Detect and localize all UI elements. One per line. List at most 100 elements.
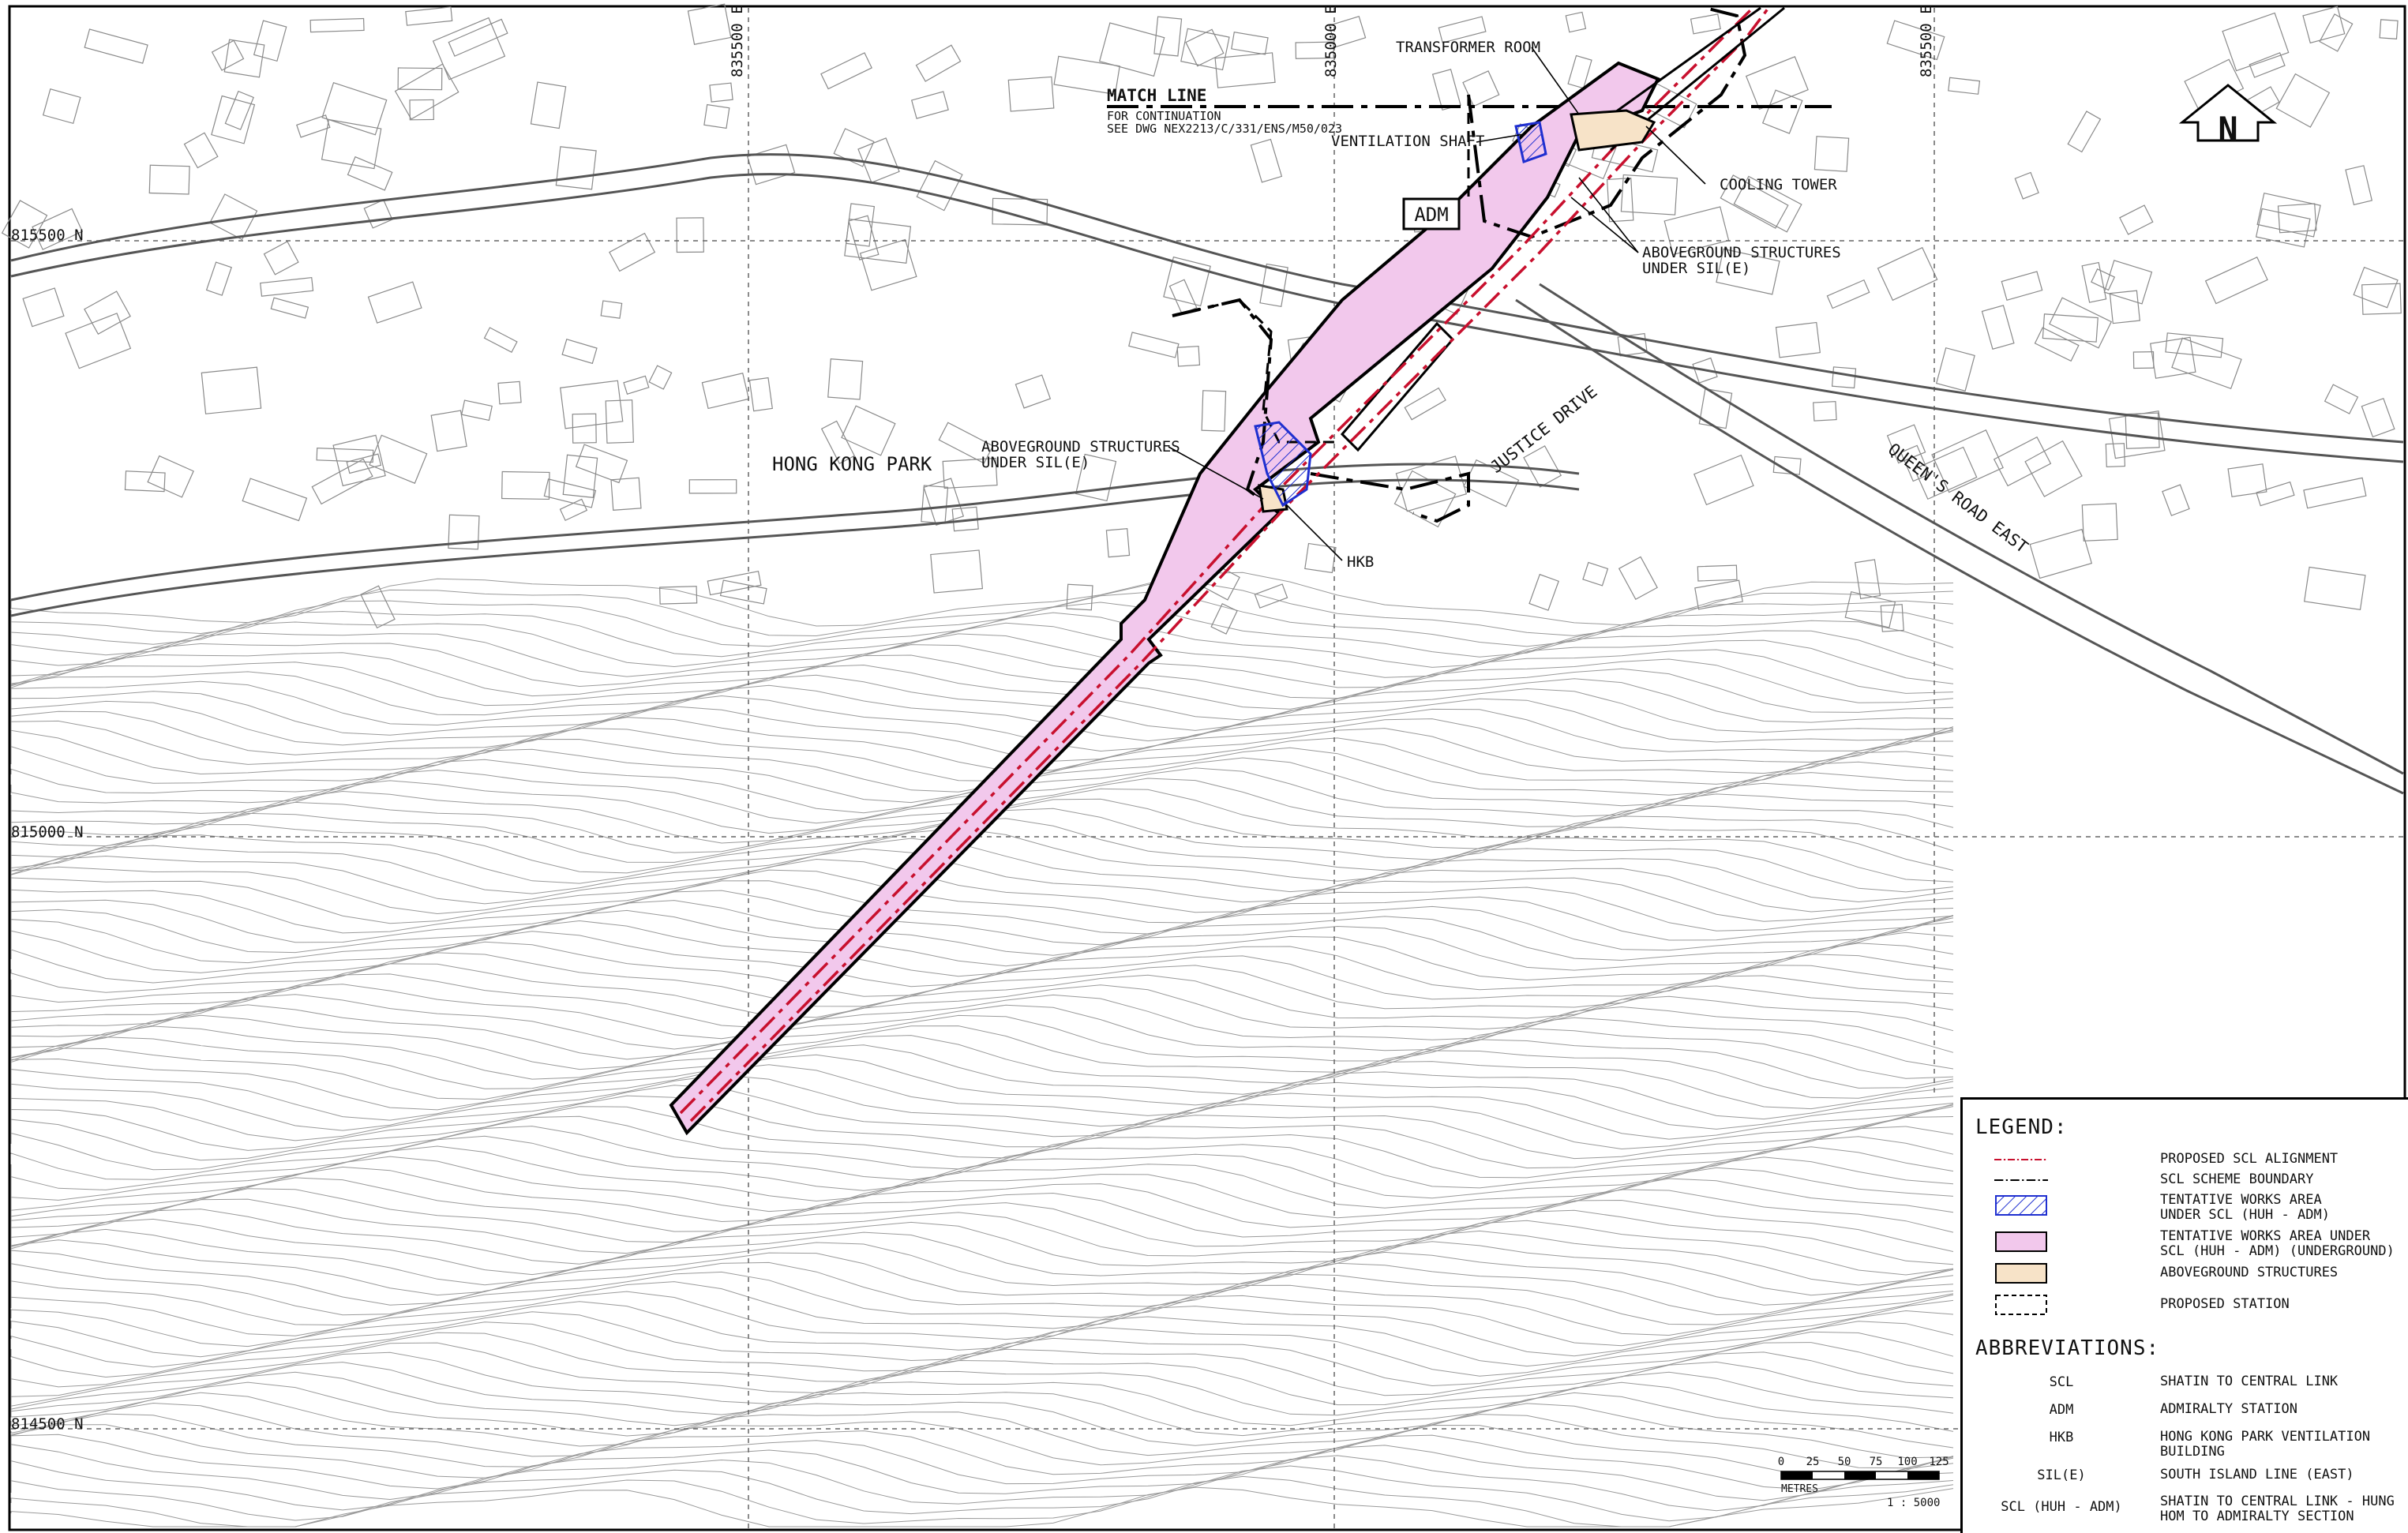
- aboveground-structure-adm: [1570, 109, 1656, 152]
- abbreviation-value: SHATIN TO CENTRAL LINK - HUNG HOM TO ADM…: [2160, 1494, 2395, 1524]
- contour-line: [10, 1188, 1954, 1243]
- easting-label-3: 835500 E: [1918, 5, 1935, 77]
- building-footprint: [311, 458, 373, 505]
- contour-line: [10, 1271, 1954, 1326]
- contour-line: [10, 994, 1954, 1050]
- contour-line: [10, 1126, 1954, 1181]
- legend-label: TENTATIVE WORKS AREA UNDER SCL (HUH - AD…: [2160, 1192, 2330, 1223]
- easting-label-1: 835500 E: [729, 5, 746, 77]
- building-footprint: [1663, 206, 1730, 256]
- building-footprint: [951, 506, 979, 532]
- building-footprint: [648, 365, 673, 390]
- building-footprint: [1007, 76, 1055, 112]
- building-footprint: [575, 444, 628, 484]
- northing-label-1: 815500 N: [11, 227, 84, 244]
- building-footprint: [1528, 573, 1559, 611]
- scale-bar: 0 25 50 75 100 125 METRES 1 : 5000: [1778, 1456, 1949, 1509]
- scale-tick-75: 75: [1870, 1456, 1883, 1468]
- contour-line: [10, 1371, 1954, 1426]
- building-footprint: [2249, 52, 2286, 78]
- contour-line: [10, 1044, 1954, 1100]
- building-footprint: [2303, 477, 2367, 509]
- building-footprint: [703, 103, 730, 129]
- scale-unit: METRES: [1781, 1483, 1818, 1495]
- contour-line: [10, 1177, 1954, 1232]
- abbreviation-value: ADMIRALTY STATION: [2160, 1401, 2297, 1417]
- leader-lines: [1168, 47, 1706, 561]
- building-footprint: [1620, 174, 1678, 216]
- building-footprint: [530, 81, 567, 129]
- contour-line: [10, 1025, 1954, 1080]
- contour-line: [10, 1392, 1954, 1449]
- building-footprint: [1153, 16, 1183, 57]
- abbreviation-key: SCL: [2049, 1374, 2074, 1390]
- building-footprint: [2081, 503, 2118, 542]
- legend-item: SCL SCHEME BOUNDARY: [1963, 1169, 2408, 1201]
- building-footprint: [1935, 347, 1975, 392]
- building-footprint: [1772, 455, 1802, 475]
- building-footprint: [1250, 138, 1283, 183]
- contour-line: [10, 1250, 1954, 1306]
- scale-tick-100: 100: [1897, 1456, 1917, 1468]
- contour-line: [10, 1434, 1954, 1490]
- building-footprint: [2275, 73, 2331, 128]
- building-footprint: [859, 238, 917, 291]
- building-footprint: [1716, 248, 1780, 295]
- building-footprint: [2109, 290, 2140, 324]
- legend-item: PROPOSED SCL ALIGNMENT: [1963, 1149, 2408, 1180]
- contour-line: [10, 1085, 1954, 1141]
- building-footprint: [1720, 174, 1789, 229]
- building-footprint: [1690, 13, 1721, 35]
- building-footprint: [2162, 484, 2190, 516]
- legend-label: ABOVEGROUND STRUCTURES: [2160, 1265, 2339, 1280]
- building-footprint: [1185, 28, 1225, 67]
- building-footprint: [448, 514, 480, 550]
- main-roads: [10, 153, 2404, 795]
- transformer-room-label: TRANSFORMER ROOM: [1396, 39, 1540, 56]
- building-footprint: [560, 380, 624, 429]
- building-footprint: [1128, 332, 1180, 358]
- building-footprint: [147, 455, 194, 498]
- building-footprint: [369, 434, 428, 484]
- legend-label: PROPOSED SCL ALIGNMENT: [2160, 1151, 2339, 1167]
- building-footprint: [1075, 453, 1117, 502]
- black-dash-dot-line-icon: [1994, 1179, 2048, 1181]
- building-footprint: [572, 413, 597, 444]
- building-footprint: [309, 17, 365, 33]
- contour-line: [10, 1145, 1954, 1202]
- works-area-blue: [1254, 121, 1547, 508]
- aboveground-label-2b: UNDER SIL(E): [981, 454, 1090, 471]
- building-footprint: [841, 405, 896, 456]
- building-footprint: [483, 327, 518, 354]
- scale-tick-50: 50: [1838, 1456, 1851, 1468]
- contour-line: [10, 900, 1954, 956]
- contour-line: [10, 1035, 1954, 1089]
- contour-line: [10, 612, 1954, 668]
- match-line-sub2: SEE DWG NEX2213/C/331/ENS/M50/023: [1107, 122, 1342, 136]
- contour-line: [10, 1342, 1954, 1397]
- building-footprint: [609, 232, 656, 272]
- coordinate-grid: [11, 8, 2403, 1528]
- contour-line: [10, 582, 1954, 637]
- contour-line: [10, 695, 1954, 752]
- building-footprint: [1855, 559, 1881, 600]
- legend-item: ABOVEGROUND STRUCTURES: [1963, 1262, 2408, 1294]
- contour-line: [10, 757, 1954, 814]
- building-footprint: [22, 287, 65, 328]
- building-footprint: [1180, 28, 1230, 71]
- contour-line: [10, 1281, 1954, 1336]
- building-footprint: [1617, 332, 1648, 357]
- building-footprint: [1694, 579, 1743, 610]
- building-footprint: [397, 67, 443, 91]
- building-footprint: [820, 420, 856, 464]
- building-footprint: [209, 193, 258, 241]
- contour-line: [10, 1299, 1954, 1358]
- abbreviation-value: SHATIN TO CENTRAL LINK: [2160, 1374, 2339, 1389]
- contour-line: [10, 727, 1954, 782]
- contour-line: [10, 1014, 1954, 1070]
- building-footprint: [2345, 165, 2373, 206]
- building-footprint: [1692, 357, 1718, 384]
- legend-label: PROPOSED STATION: [2160, 1296, 2290, 1312]
- pink-box-icon: [1995, 1231, 2047, 1252]
